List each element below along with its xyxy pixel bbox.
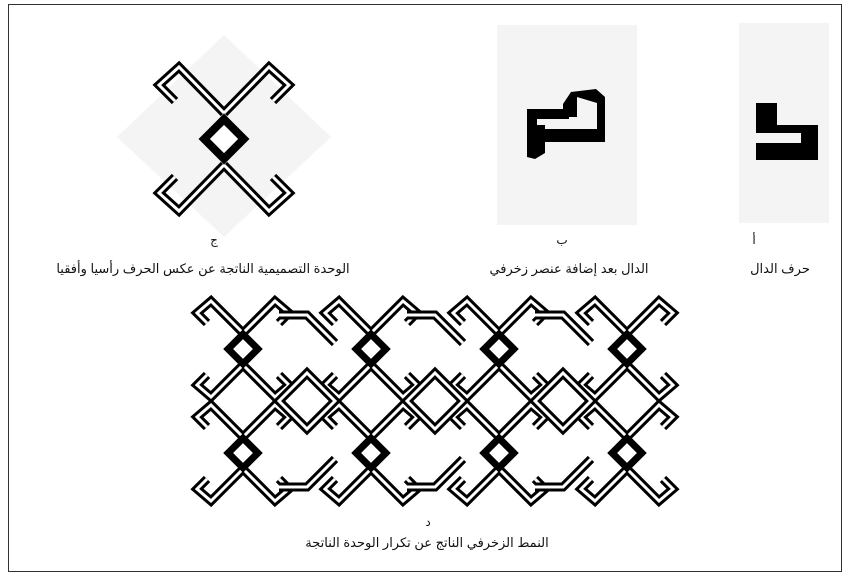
dal-letter-image: [729, 23, 829, 223]
panel-c-caption: الوحدة التصميمية الناتجة عن عكس الحرف رأ…: [13, 261, 393, 276]
ornamented-dal-image: [497, 25, 637, 225]
panel-b-letter: ب: [537, 233, 587, 248]
panel-c-letter: ج: [189, 233, 239, 248]
panel-c-figure: [109, 27, 339, 237]
repeated-pattern-image: [181, 289, 701, 511]
panel-d-caption: النمط الزخرفي الناتج عن تكرار الوحدة الن…: [277, 535, 577, 550]
pattern-links: [279, 315, 591, 487]
figure-frame: أ حرف الدال ب الدال بعد إضافة عنصر زخرفي: [8, 4, 842, 572]
panel-a-figure: [729, 23, 829, 223]
panel-d-figure: [181, 289, 701, 511]
panel-d-letter: د: [403, 515, 453, 530]
panel-b-figure: [497, 25, 637, 225]
design-unit-image: [109, 27, 339, 237]
panel-a-letter: أ: [729, 233, 779, 248]
panel-a-caption: حرف الدال: [735, 261, 825, 276]
panel-b-caption: الدال بعد إضافة عنصر زخرفي: [449, 261, 689, 276]
